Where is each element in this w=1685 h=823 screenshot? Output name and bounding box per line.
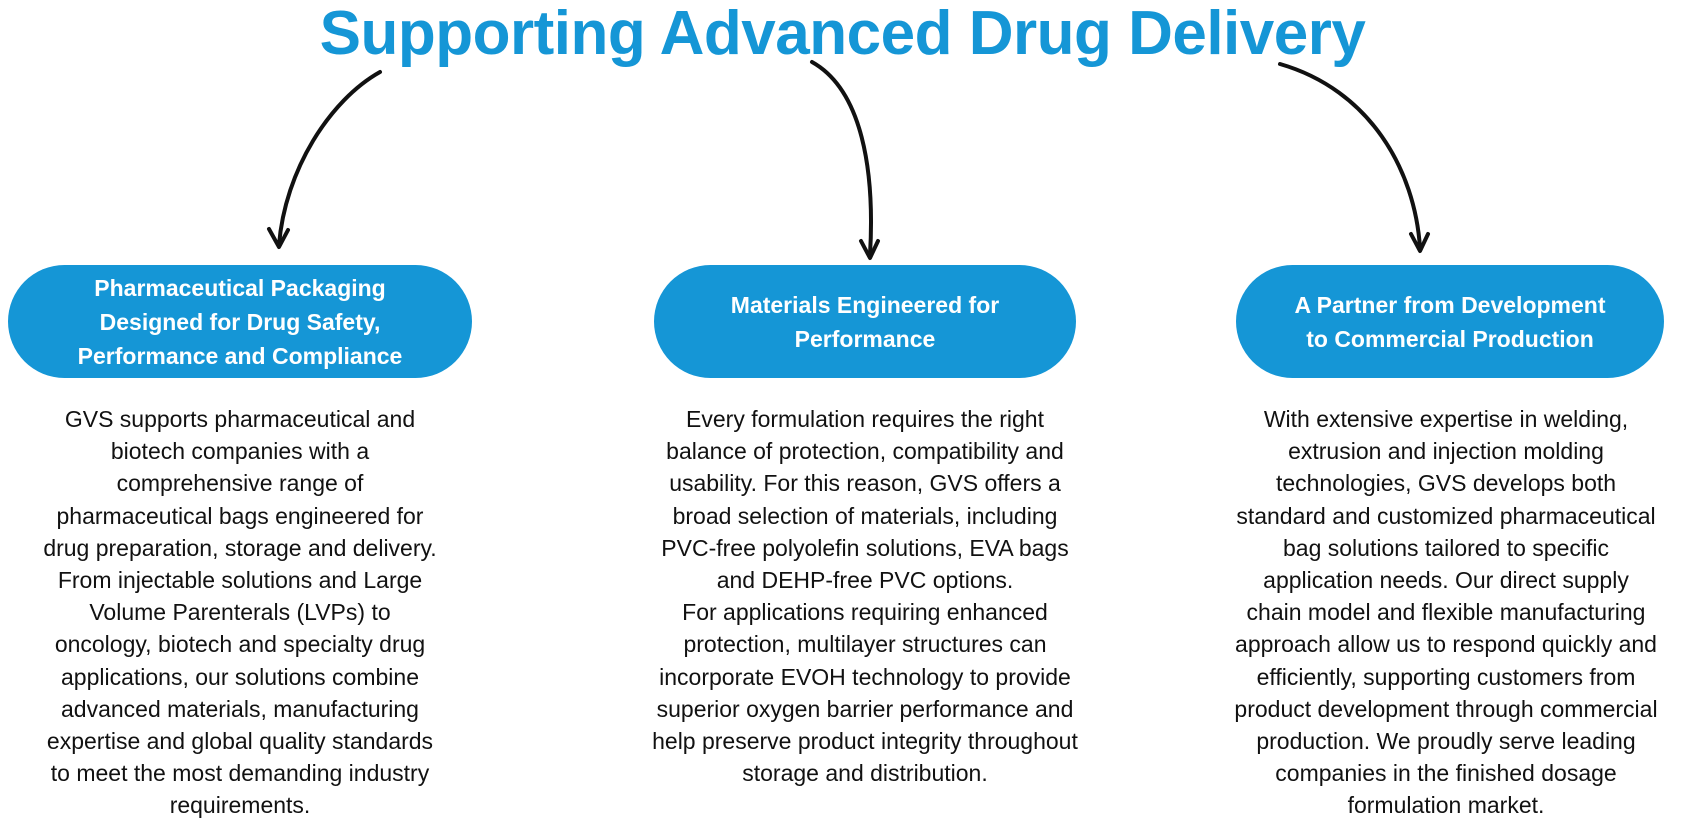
arrowhead-partner — [1409, 232, 1430, 253]
section-heading-materials: Materials Engineered for Performance — [654, 265, 1076, 378]
section-body-partner: With extensive expertise in welding, ext… — [1234, 406, 1658, 819]
arrowhead-packaging — [267, 227, 290, 249]
section-body-materials: Every formulation requires the right bal… — [652, 406, 1078, 787]
section-body-packaging: GVS supports pharmaceutical and biotech … — [43, 406, 437, 819]
section-heading-partner: A Partner from Development to Commercial… — [1236, 265, 1664, 378]
arrow-to-partner — [1278, 62, 1422, 250]
section-heading-label: A Partner from Development to Commercial… — [1294, 291, 1606, 352]
section-heading-packaging: Pharmaceutical Packaging Designed for Dr… — [8, 265, 472, 378]
section-heading-label: Pharmaceutical Packaging Designed for Dr… — [77, 274, 403, 369]
arrowhead-materials — [859, 239, 880, 260]
section-heading-label: Materials Engineered for Performance — [730, 291, 1000, 352]
page-title: Supporting Advanced Drug Delivery — [319, 0, 1366, 68]
arrow-to-materials — [810, 60, 873, 257]
arrow-to-packaging — [277, 70, 382, 247]
